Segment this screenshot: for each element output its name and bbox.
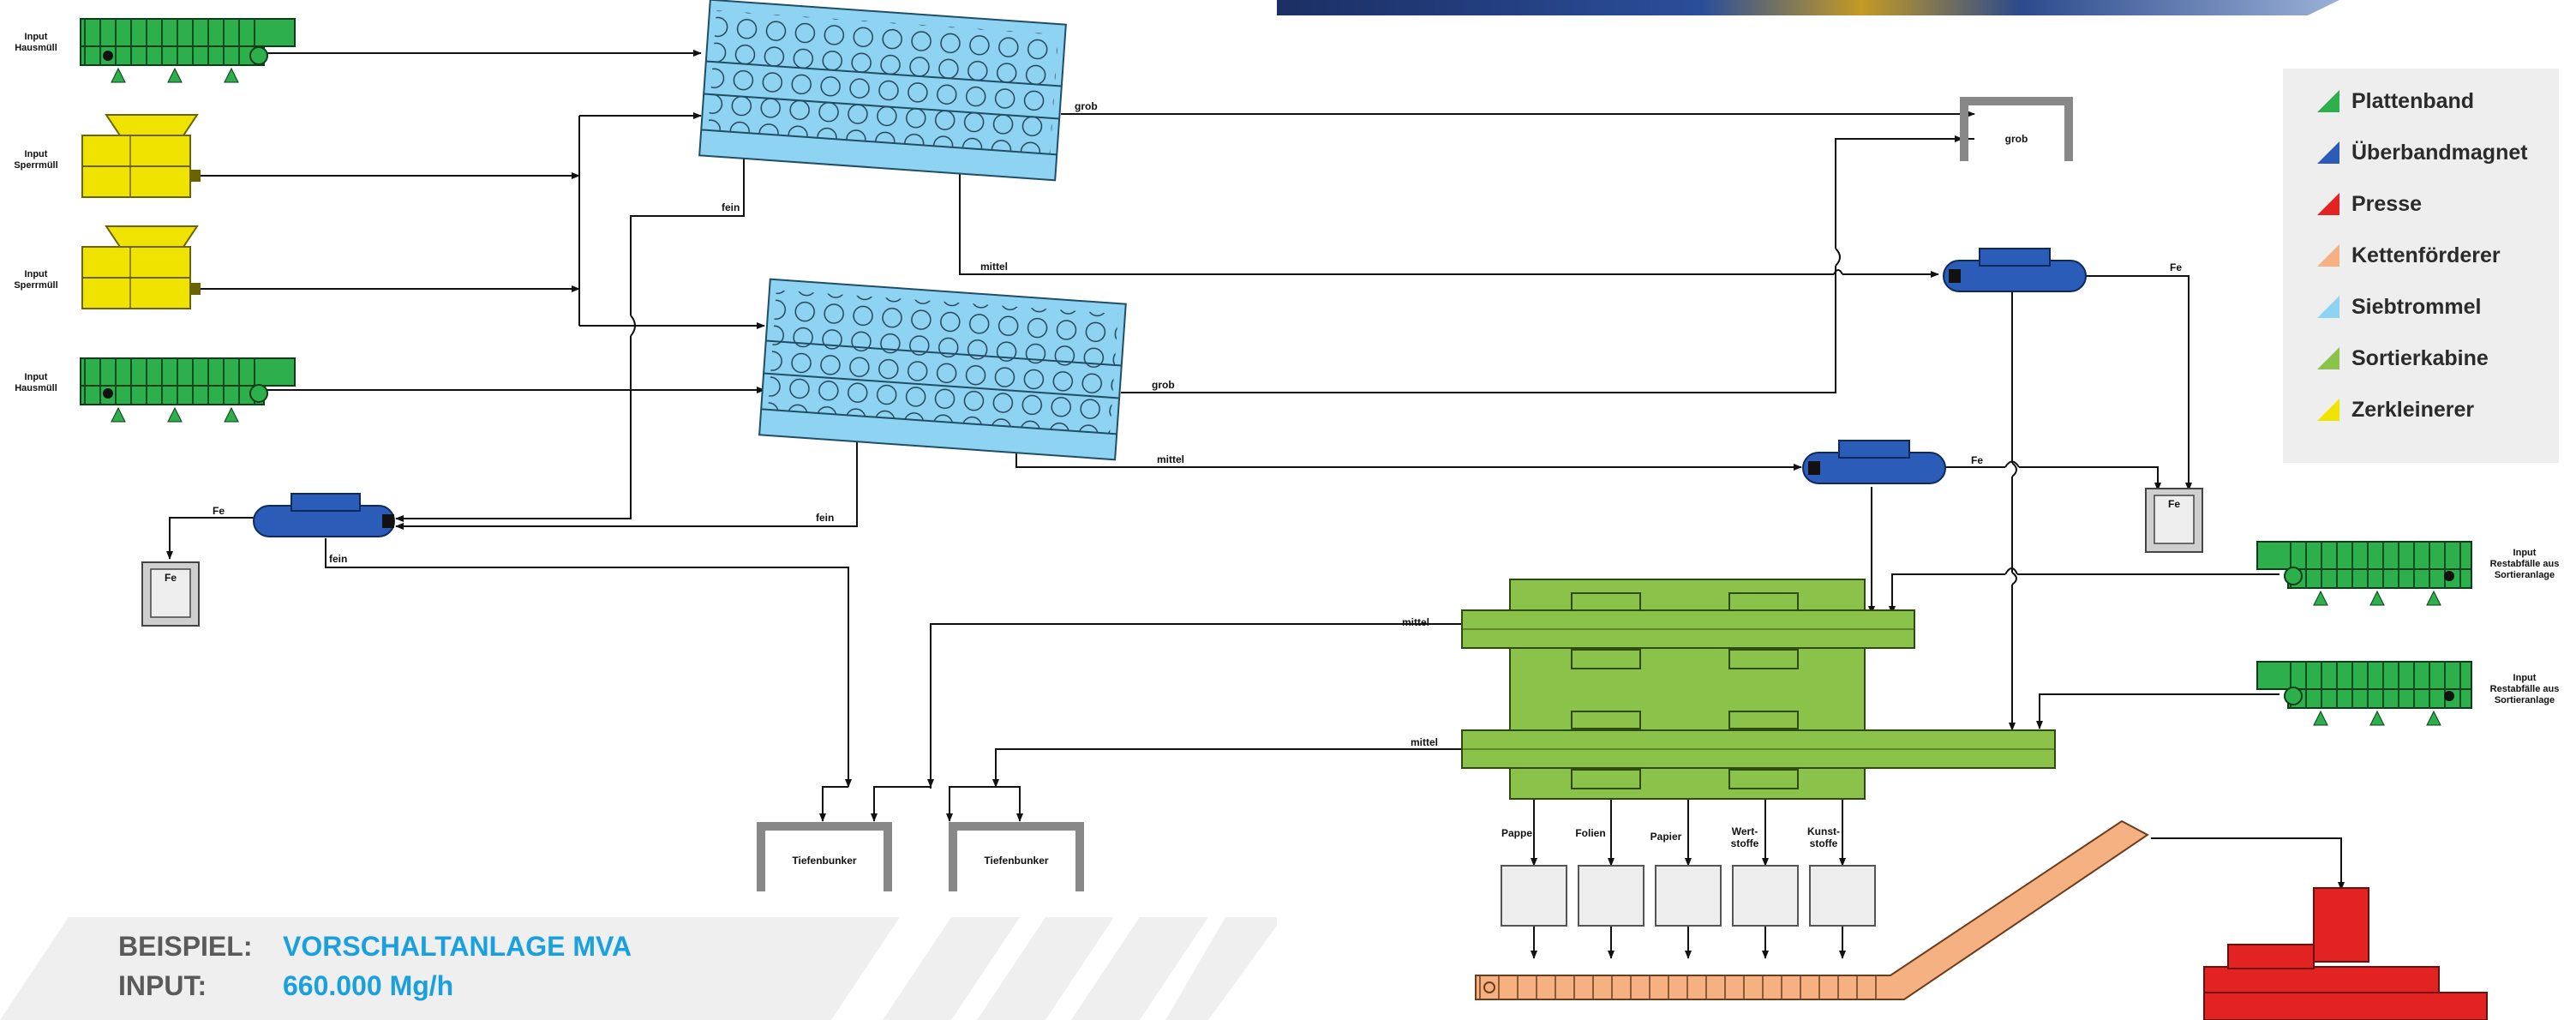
fraction-label-pappe: Pappe <box>1501 827 1532 839</box>
banner-beispiel-key: BEISPIEL: <box>118 931 253 962</box>
ueberbandmagnet-middle <box>1802 440 1946 484</box>
banner-background <box>0 917 1277 1020</box>
input-label: Restabfälle aus <box>2490 559 2560 569</box>
legend-item: Sortierkabine <box>2317 341 2489 375</box>
container-grob <box>1960 97 2073 161</box>
flow-label-fe: Fe <box>1971 454 1983 466</box>
input-label: Sperrmüll <box>14 280 57 291</box>
input-label: Input <box>2513 673 2537 683</box>
container-fe-right <box>2145 488 2203 553</box>
legend-item: Plattenband <box>2317 84 2474 118</box>
flow-label-fein: fein <box>722 201 740 213</box>
siebtrommel-1 <box>698 0 1067 182</box>
input-label: Hausmüll <box>15 383 57 393</box>
container-label-tiefenbunker: Tiefenbunker <box>792 855 856 867</box>
legend-triangle-icon <box>2317 244 2339 267</box>
legend-triangle-icon <box>2317 90 2339 112</box>
flow-label-fein: fein <box>816 512 834 524</box>
input-label: Input <box>25 269 48 279</box>
legend-item: Kettenförderer <box>2317 238 2501 273</box>
legend-triangle-icon <box>2317 296 2339 318</box>
plattenband-hausmuell-bottom <box>80 357 296 423</box>
fraction-label-folien: Folien <box>1575 827 1605 839</box>
sortierkabine <box>1461 579 2056 800</box>
banner-input-value: 660.000 Mg/h <box>283 970 454 1001</box>
plattenband-restabfaelle-1 <box>2256 541 2472 606</box>
input-label: Sortieranlage <box>2495 695 2555 705</box>
input-label: Sortieranlage <box>2495 570 2555 580</box>
siebtrommel-2 <box>758 278 1127 461</box>
fraction-label-wertstoffe: Wert- <box>1732 825 1758 837</box>
plattenband-restabfaelle-2 <box>2256 661 2472 726</box>
presse <box>2203 887 2488 1020</box>
fraction-label-papier: Papier <box>1650 831 1682 843</box>
flow-label-mittel: mittel <box>1402 616 1429 628</box>
flow-label-fe: Fe <box>213 505 225 517</box>
container-label-fe: Fe <box>165 572 177 584</box>
legend-item: Siebtrommel <box>2317 290 2481 324</box>
legend-triangle-icon <box>2317 193 2339 215</box>
legend-triangle-icon <box>2317 399 2339 421</box>
svg-text:Wert-stoffe: Wert-stoffe <box>1731 825 1759 849</box>
kettenfoerderer <box>1475 819 2149 1000</box>
container-tiefenbunker-2 <box>949 822 1084 891</box>
container-label-grob: grob <box>2005 133 2028 145</box>
legend-triangle-icon <box>2317 141 2339 164</box>
ueberbandmagnet-right <box>1943 248 2087 292</box>
fraction-label-kunststoffe: stoffe <box>1810 837 1838 849</box>
svg-text:Kunst-stoffe: Kunst-stoffe <box>1807 825 1840 849</box>
flow-label-mittel: mittel <box>980 261 1008 273</box>
zerkleinerer-1 <box>81 114 201 198</box>
flow-label-grob: grob <box>1152 379 1175 391</box>
container-label-fe: Fe <box>2168 498 2180 510</box>
legend-triangle-icon <box>2317 347 2339 369</box>
legend-item: Zerkleinerer <box>2317 393 2474 427</box>
legend: Plattenband Überbandmagnet Presse Ketten… <box>2283 69 2559 463</box>
flow-label-mittel: mittel <box>1157 453 1184 465</box>
info-banner: BEISPIEL: VORSCHALTANLAGE MVA INPUT: 660… <box>0 917 1277 1020</box>
fraction-bins <box>1501 865 1876 927</box>
banner-beispiel-value: VORSCHALTANLAGE MVA <box>283 931 632 962</box>
fraction-label-kunststoffe: Kunst- <box>1807 825 1840 837</box>
flow-label-grob: grob <box>1075 100 1098 112</box>
header-photo-strip <box>1277 0 2339 15</box>
flow-label-fein: fein <box>329 553 347 565</box>
legend-item: Presse <box>2317 187 2422 221</box>
container-label-tiefenbunker: Tiefenbunker <box>984 855 1048 867</box>
flow-label-fe: Fe <box>2170 261 2182 273</box>
flow-label-mittel: mittel <box>1411 736 1438 748</box>
banner-input-key: INPUT: <box>118 970 207 1001</box>
zerkleinerer-2 <box>81 225 201 309</box>
plattenband-hausmuell-top <box>80 18 296 83</box>
flow-lines <box>166 50 2345 959</box>
fraction-label-wertstoffe: stoffe <box>1731 837 1759 849</box>
legend-item: Überbandmagnet <box>2317 135 2528 170</box>
input-label: Sperrmüll <box>14 160 57 171</box>
input-label: Restabfälle aus <box>2490 684 2560 694</box>
input-label: Hausmüll <box>15 43 57 53</box>
input-label: Input <box>25 149 48 159</box>
ueberbandmagnet-left <box>253 493 395 537</box>
container-fe-left <box>141 561 200 627</box>
input-label: Input <box>2513 548 2537 558</box>
container-tiefenbunker-1 <box>757 822 892 891</box>
input-label: Input <box>25 32 48 42</box>
input-label: Input <box>25 372 48 382</box>
